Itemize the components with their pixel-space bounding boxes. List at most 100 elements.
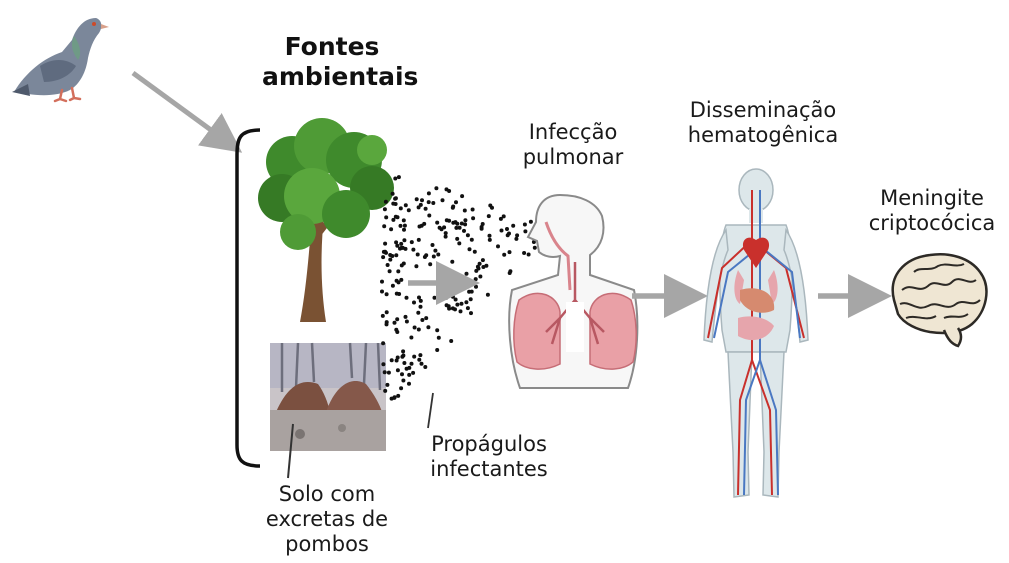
spore-dot: [396, 175, 401, 180]
spore-dot: [420, 318, 425, 322]
brain-icon: [891, 253, 988, 348]
spore-dot: [487, 233, 492, 238]
spore-dot: [514, 236, 519, 241]
spore-dot: [395, 317, 400, 322]
spore-dot: [381, 341, 386, 346]
spore-dot: [409, 240, 414, 245]
spore-dot: [409, 361, 414, 366]
spore-dot: [404, 295, 409, 300]
spore-dot: [390, 283, 395, 288]
human-body-icon: [703, 168, 809, 498]
spore-dot: [411, 370, 416, 375]
spore-dot: [404, 319, 409, 324]
spore-dot: [455, 236, 460, 241]
spore-dot: [388, 253, 393, 257]
spore-dot: [403, 203, 408, 208]
spore-dot: [447, 218, 452, 223]
spore-dot: [416, 310, 421, 315]
spore-dot: [384, 215, 389, 220]
spore-dot: [402, 223, 407, 228]
spore-dot: [426, 191, 431, 196]
spore-dot: [457, 225, 462, 230]
spore-dot: [464, 271, 469, 276]
spore-dot: [414, 197, 419, 202]
spore-dot: [453, 297, 458, 302]
spore-dot: [388, 257, 393, 262]
arrow-pigeon-to-sources: [131, 70, 243, 153]
spore-dot: [417, 224, 422, 229]
spore-dot: [447, 189, 452, 193]
spore-dot: [470, 207, 475, 212]
pigeon-icon: [12, 18, 109, 103]
spore-dot: [463, 222, 468, 227]
spore-dot: [418, 202, 423, 207]
spore-dot: [460, 194, 465, 199]
spore-dot: [398, 206, 403, 211]
spore-dot: [383, 388, 388, 393]
spore-dot: [444, 303, 449, 308]
soil-label: Solo com excretas de pombos: [265, 482, 389, 556]
lungs-icon: [508, 193, 639, 389]
spore-dot: [486, 214, 491, 219]
spore-dot: [411, 247, 416, 252]
spore-dot: [409, 335, 414, 340]
spore-dot: [384, 322, 389, 327]
spore-dot: [384, 292, 389, 297]
spore-dot: [436, 252, 441, 257]
spore-dot: [401, 349, 406, 354]
spore-dot: [402, 361, 407, 365]
spore-dot: [465, 306, 470, 311]
spore-dot: [464, 300, 469, 305]
spore-dot: [399, 386, 404, 391]
spore-dot: [391, 201, 396, 206]
spore-dot: [394, 327, 399, 332]
spore-dot: [394, 240, 399, 245]
sources-label: Fontes ambientais: [262, 32, 419, 91]
spore-dot: [474, 284, 478, 289]
spore-dot: [450, 306, 455, 311]
spore-dot: [468, 297, 473, 302]
spore-dot: [396, 393, 401, 398]
spore-dot: [390, 191, 395, 196]
spore-dot: [457, 241, 462, 246]
spore-dot: [394, 291, 399, 296]
spore-dot: [453, 220, 458, 225]
spore-dot: [435, 348, 440, 352]
spore-dot: [481, 265, 486, 269]
spore-dot: [393, 176, 398, 181]
spore-dot: [407, 372, 412, 377]
spore-dot: [415, 252, 420, 257]
spore-dot: [399, 241, 404, 246]
spore-dot: [484, 263, 489, 268]
spore-dot: [462, 228, 466, 233]
spore-dot: [433, 248, 438, 253]
spore-dot: [507, 231, 511, 236]
spore-dot: [459, 301, 464, 306]
spore-dot: [430, 243, 435, 247]
spore-dot: [449, 339, 454, 343]
tree-icon: [258, 118, 394, 322]
spore-dot: [418, 298, 423, 303]
spore-dot: [386, 370, 391, 375]
spore-dot: [467, 289, 472, 294]
spore-dot: [444, 295, 449, 300]
spore-dot: [469, 237, 474, 242]
spore-dot: [380, 279, 384, 284]
meningitis-label: Meningite criptocócica: [868, 186, 996, 235]
spore-dot: [443, 234, 448, 239]
spore-dot: [435, 328, 440, 333]
spore-dot: [427, 213, 432, 218]
spore-dot: [403, 314, 408, 319]
spore-dot: [392, 320, 397, 325]
spore-dot: [389, 396, 394, 401]
spore-dot: [417, 357, 422, 362]
spore-dot: [423, 365, 428, 369]
spore-dot: [395, 215, 400, 220]
spore-dot: [532, 245, 537, 250]
spore-dot: [407, 365, 412, 370]
spore-dot: [406, 208, 411, 213]
spore-dot: [402, 227, 406, 232]
spore-dot: [401, 353, 406, 358]
spore-dot: [395, 243, 400, 248]
